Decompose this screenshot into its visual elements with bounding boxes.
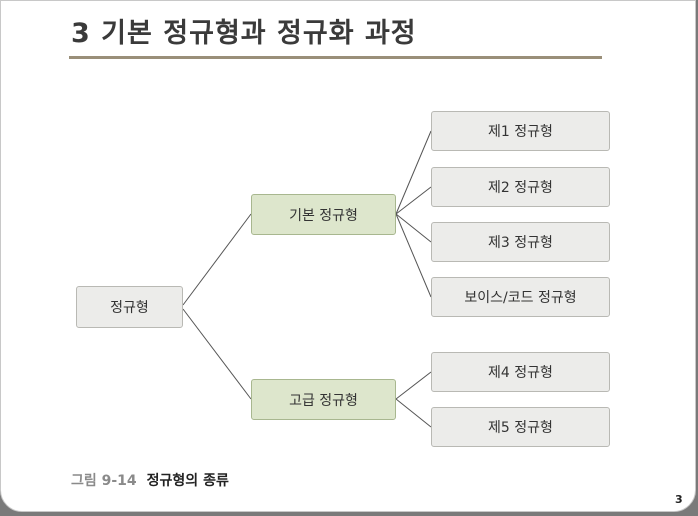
link-advanced-nf5	[395, 398, 432, 428]
figure-number: 그림 9-14	[71, 473, 137, 489]
node-advanced: 고급 정규형	[251, 379, 396, 420]
slide-title: 3 기본 정규형과 정규화 과정	[71, 18, 417, 49]
link-basic-nf3	[395, 213, 432, 243]
link-root-basic	[182, 213, 252, 306]
link-basic-bcnf	[395, 213, 432, 298]
node-nf1: 제1 정규형	[431, 111, 610, 151]
link-advanced-nf4	[395, 371, 432, 400]
title-underline	[69, 56, 602, 59]
node-nf5: 제5 정규형	[431, 407, 610, 447]
node-root: 정규형	[76, 286, 183, 328]
node-nf4: 제4 정규형	[431, 352, 610, 392]
link-basic-nf1	[395, 130, 432, 215]
link-root-advanced	[182, 308, 252, 400]
node-nf2: 제2 정규형	[431, 167, 610, 207]
node-nf3: 제3 정규형	[431, 222, 610, 262]
node-bcnf: 보이스/코드 정규형	[431, 277, 610, 317]
link-basic-nf2	[395, 186, 432, 215]
page-number: 3	[675, 493, 683, 506]
figure-caption: 그림 9-14 정규형의 종류	[71, 470, 229, 490]
node-basic: 기본 정규형	[251, 194, 396, 235]
figure-caption-text: 정규형의 종류	[146, 473, 229, 489]
